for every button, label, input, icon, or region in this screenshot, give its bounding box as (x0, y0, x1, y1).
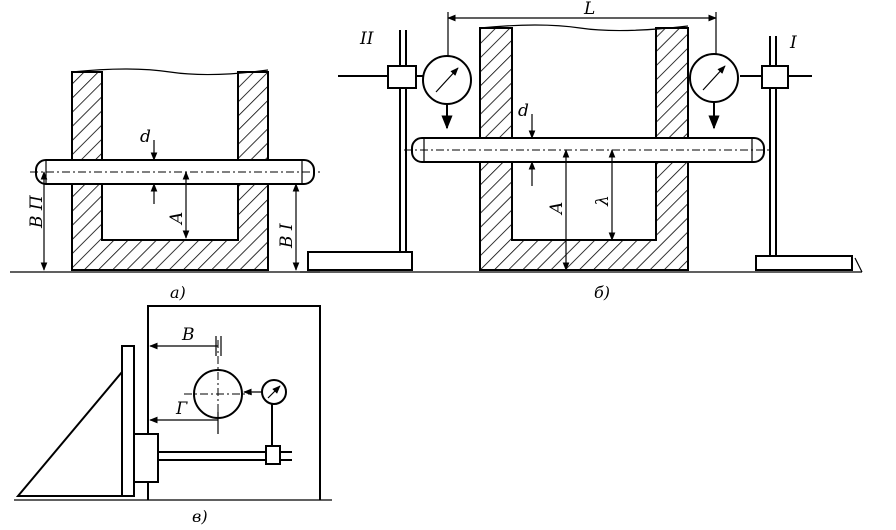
label-L-b: L (583, 0, 595, 19)
label-d-a: d (140, 127, 151, 147)
label-A-a: A (167, 212, 187, 226)
panel-b: L II I (300, 0, 863, 302)
stand-II (307, 30, 430, 271)
caption-v: в) (192, 507, 208, 526)
label-lambda-b: λ (593, 195, 613, 207)
label-G-v: Г (175, 399, 188, 419)
break-line-a (71, 68, 269, 76)
label-right-dim-a: В I (277, 223, 297, 249)
label-d-b: d (518, 101, 529, 121)
label-A-b: A (547, 202, 567, 216)
label-left-dim-a: В П (27, 194, 47, 229)
label-II-b: II (359, 29, 374, 49)
label-I-b: I (789, 33, 797, 53)
break-line-b (479, 24, 689, 32)
panel-a: В П В I d A а) (10, 68, 320, 302)
panel-v: В Г в) (14, 305, 332, 526)
caption-b: б) (594, 283, 610, 302)
clamp-block-v (133, 433, 159, 483)
plate-frame-v (147, 305, 321, 500)
column-v (121, 345, 135, 497)
label-B-v: В (181, 325, 195, 345)
caption-a: а) (170, 283, 186, 302)
dial-indicator-right (689, 53, 739, 130)
dial-indicator-left (422, 55, 472, 130)
stand-I (740, 36, 853, 271)
support-triangle-v (15, 369, 123, 497)
